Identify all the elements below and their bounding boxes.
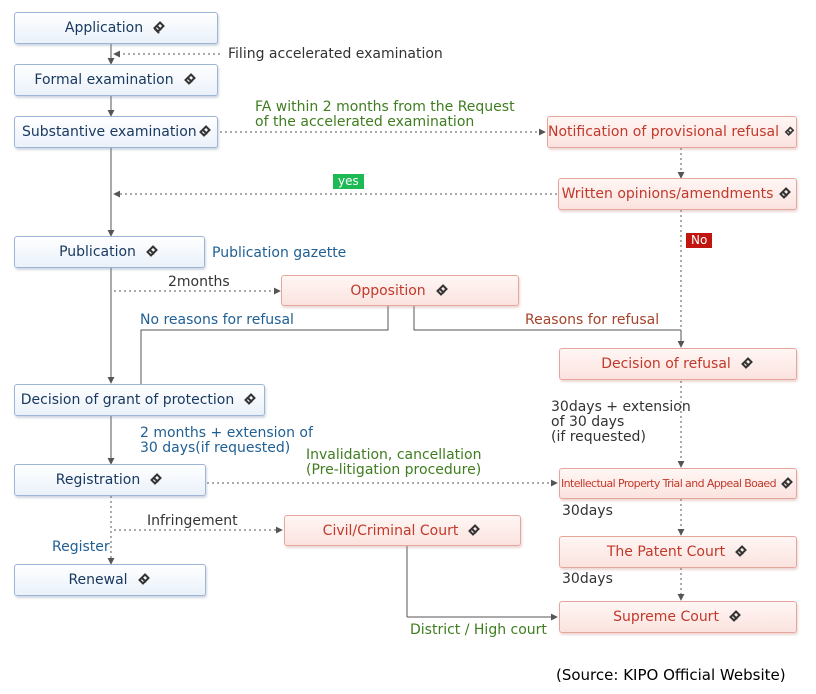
link-icon — [784, 126, 795, 137]
formal-examination-label: Formal examination — [34, 72, 174, 88]
provisional-refusal-box[interactable]: Notification of provisional refusal — [547, 116, 797, 148]
substantive-examination-label: Substantive examination — [22, 124, 197, 140]
registration-label: Registration — [55, 472, 141, 488]
publication-label: Publication — [59, 244, 136, 260]
application-box[interactable]: Application — [14, 12, 218, 44]
trial-appeal-board-label: Intellectual Property Trial and Appeal B… — [561, 477, 777, 490]
refusal-extension-label-2: of 30 days — [551, 414, 625, 430]
yes-badge: yes — [333, 174, 364, 189]
link-icon — [435, 283, 448, 296]
invalidation-label-1: Invalidation, cancellation — [306, 447, 482, 463]
written-opinions-box[interactable]: Written opinions/amendments — [558, 178, 797, 210]
link-icon — [244, 393, 257, 405]
link-icon — [740, 357, 753, 369]
filing-accelerated-label: Filing accelerated examination — [228, 46, 443, 62]
supreme-court-label: Supreme Court — [613, 609, 719, 625]
link-icon — [735, 545, 748, 557]
refusal-extension-label-3: (if requested) — [551, 429, 646, 445]
line-opposition-no-reasons — [140, 306, 389, 384]
invalidation-label-2: (Pre-litigation procedure) — [306, 462, 482, 478]
two-months-label: 2months — [168, 274, 230, 290]
renewal-label: Renewal — [68, 572, 128, 588]
trial-appeal-board-box[interactable]: Intellectual Property Trial and Appeal B… — [559, 468, 797, 499]
decision-refusal-label: Decision of refusal — [601, 356, 731, 372]
provisional-refusal-label: Notification of provisional refusal — [548, 124, 779, 140]
register-label: Register — [52, 539, 110, 555]
fa-within-label-2: of the accelerated examination — [255, 114, 475, 130]
civil-criminal-court-box[interactable]: Civil/Criminal Court — [284, 515, 521, 546]
link-icon — [779, 187, 792, 199]
thirty-days-label-1: 30days — [562, 503, 613, 519]
renewal-box[interactable]: Renewal — [14, 564, 206, 596]
reasons-label: Reasons for refusal — [525, 312, 660, 328]
link-icon — [137, 573, 150, 585]
opposition-box[interactable]: Opposition — [281, 275, 519, 306]
patent-court-label: The Patent Court — [606, 544, 726, 560]
no-badge: No — [686, 233, 713, 248]
link-icon — [153, 21, 166, 34]
extension-label-1: 2 months + extension of — [140, 425, 313, 441]
district-high-court-label: District / High court — [410, 622, 547, 638]
decision-grant-label: Decision of grant of protection — [20, 392, 235, 408]
opposition-label: Opposition — [350, 282, 426, 299]
registration-box[interactable]: Registration — [14, 464, 206, 496]
substantive-examination-box[interactable]: Substantive examination — [14, 116, 218, 148]
link-icon — [198, 125, 211, 137]
supreme-court-box[interactable]: Supreme Court — [559, 601, 797, 633]
no-reasons-label: No reasons for refusal — [140, 312, 294, 328]
link-icon — [781, 476, 793, 489]
line-opposition-reasons — [413, 306, 681, 331]
patent-court-box[interactable]: The Patent Court — [559, 536, 797, 568]
written-opinions-label: Written opinions/amendments — [561, 186, 774, 202]
application-label: Application — [64, 20, 144, 36]
link-icon — [150, 473, 163, 485]
publication-gazette-label: Publication gazette — [212, 245, 347, 261]
publication-box[interactable]: Publication — [14, 236, 205, 268]
extension-label-2: 30 days(if requested) — [140, 440, 291, 456]
thirty-days-label-2: 30days — [562, 571, 613, 587]
decision-refusal-box[interactable]: Decision of refusal — [559, 348, 797, 380]
source-caption: (Source: KIPO Official Website) — [556, 666, 786, 684]
decision-grant-box[interactable]: Decision of grant of protection — [14, 384, 265, 416]
link-icon — [729, 610, 741, 622]
refusal-extension-label-1: 30days + extension — [551, 399, 691, 415]
link-icon — [468, 523, 481, 536]
infringement-label: Infringement — [147, 513, 238, 529]
fa-within-label-1: FA within 2 months from the Request — [255, 99, 515, 115]
civil-criminal-court-label: Civil/Criminal Court — [322, 522, 459, 539]
link-icon — [183, 73, 196, 85]
formal-examination-box[interactable]: Formal examination — [14, 64, 218, 96]
link-icon — [146, 245, 158, 257]
